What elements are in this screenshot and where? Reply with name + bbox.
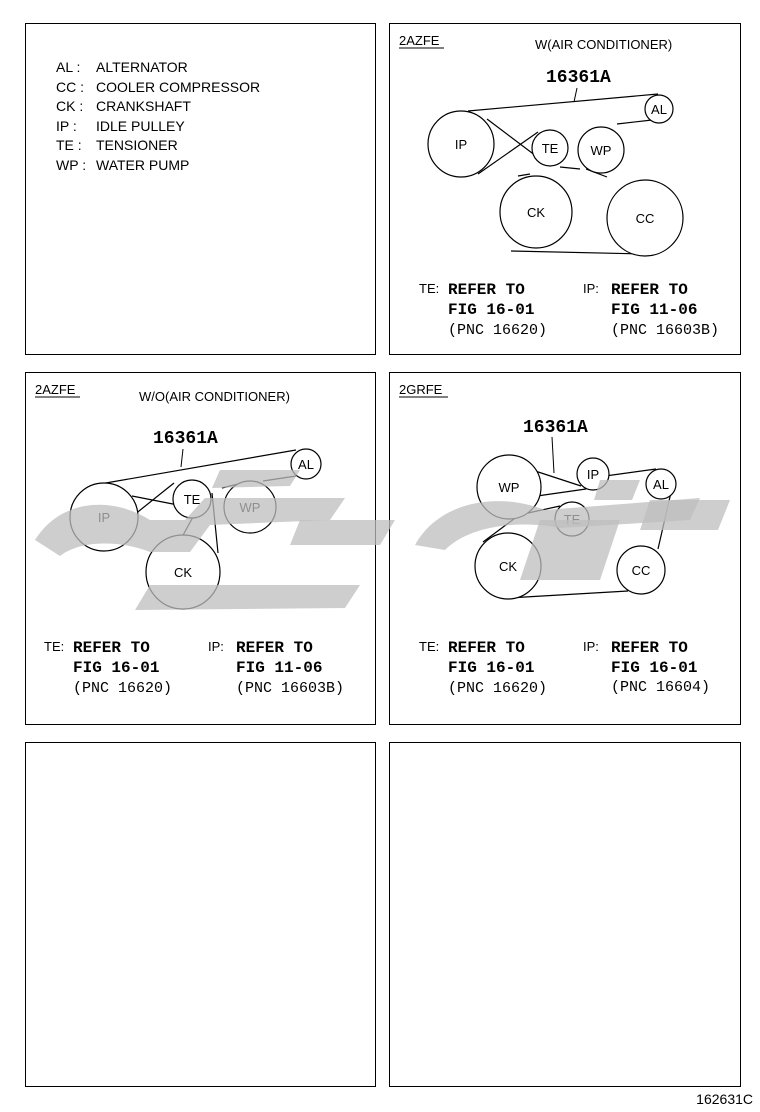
belt-diagram-2azfe-ac: 2AZFE W(AIR CONDITIONER) 16361A IP TE WP… xyxy=(389,23,741,355)
tensioner-pulley xyxy=(531,129,569,167)
empty-panel xyxy=(389,742,741,1087)
legend-code: IP : xyxy=(56,117,77,134)
ref-pnc: (PNC 16620) xyxy=(448,322,547,339)
abbreviation-legend: AL : ALTERNATOR CC : COOLER COMPRESSOR CK … xyxy=(56,58,260,175)
legend-name: COOLER COMPRESSOR xyxy=(96,78,261,95)
legend-code: WP : xyxy=(56,156,87,173)
ref-figure: FIG 16-01 xyxy=(73,659,159,677)
ref-pnc: (PNC 16603B) xyxy=(236,680,344,697)
pulley-label: AL xyxy=(653,477,669,492)
legend-item: CC : COOLER COMPRESSOR xyxy=(56,78,260,98)
leader-line xyxy=(180,448,184,468)
pulley-label: TE xyxy=(542,141,559,156)
pulley-label: WP xyxy=(591,143,612,158)
leader-line xyxy=(551,436,555,474)
idle-pulley xyxy=(427,110,495,178)
ref-label: TE: xyxy=(44,639,64,654)
pulley-label: IP xyxy=(587,467,599,482)
belt-routing-diagram: 2GRFE 16361A WP IP AL TE CK CC TE: REFER… xyxy=(399,382,710,697)
legend-name: WATER PUMP xyxy=(96,156,190,173)
ref-label: IP: xyxy=(583,281,599,296)
ref-text: REFER TO xyxy=(448,281,525,299)
legend-name: CRANKSHAFT xyxy=(96,98,191,114)
cooler-compressor-pulley xyxy=(606,179,684,257)
engine-code: 2AZFE xyxy=(35,382,76,397)
ref-pnc: (PNC 16620) xyxy=(448,680,547,697)
ref-label: TE: xyxy=(419,281,439,296)
engine-code: 2GRFE xyxy=(399,382,443,397)
ref-pnc: (PNC 16603B) xyxy=(611,322,719,339)
legend-code: AL : xyxy=(56,59,81,75)
ref-text: REFER TO xyxy=(611,639,688,657)
ref-text: REFER TO xyxy=(448,639,525,657)
pulley-label: IP xyxy=(455,137,467,152)
legend-item: TE : TENSIONER xyxy=(56,136,260,156)
engine-code: 2AZFE xyxy=(399,33,440,48)
ref-text: REFER TO xyxy=(611,281,688,299)
pulley-label: CK xyxy=(499,559,517,574)
pulley-label: TE xyxy=(564,512,581,527)
pulley-label: CC xyxy=(632,563,651,578)
pulley-label: WP xyxy=(499,480,520,495)
belt-diagram-2azfe-no-ac: 2AZFE W/O(AIR CONDITIONER) 16361A IP TE … xyxy=(25,372,376,725)
ref-figure: FIG 11-06 xyxy=(611,301,697,319)
legend-code: CC : xyxy=(56,78,84,95)
ref-label: TE: xyxy=(419,639,439,654)
legend-name: IDLE PULLEY xyxy=(96,117,185,134)
pulley-label: IP xyxy=(98,510,110,525)
alternator-pulley xyxy=(644,94,674,124)
legend-item: WP : WATER PUMP xyxy=(56,156,260,176)
ref-text: REFER TO xyxy=(73,639,150,657)
water-pump-pulley xyxy=(577,126,625,174)
ref-text: REFER TO xyxy=(236,639,313,657)
ref-pnc: (PNC 16604) xyxy=(611,679,710,696)
pulley-label: WP xyxy=(240,500,261,515)
legend-panel: AL : ALTERNATOR CC : COOLER COMPRESSOR CK … xyxy=(25,23,376,355)
belt-routing-diagram: 2AZFE W/O(AIR CONDITIONER) 16361A IP TE … xyxy=(35,382,344,697)
pulley-label: CK xyxy=(527,205,545,220)
part-number: 16361A xyxy=(523,418,588,438)
ref-figure: FIG 11-06 xyxy=(236,659,322,677)
legend-item: AL : ALTERNATOR xyxy=(56,58,260,78)
figure-code: 162631C xyxy=(696,1091,753,1107)
ref-label: IP: xyxy=(208,639,224,654)
leader-line xyxy=(573,87,578,103)
ref-figure: FIG 16-01 xyxy=(448,301,534,319)
crankshaft-pulley xyxy=(499,175,573,249)
part-number: 16361A xyxy=(546,68,611,88)
legend-item: CK : CRANKSHAFT xyxy=(56,97,260,117)
ref-figure: FIG 16-01 xyxy=(611,659,697,677)
pulley-label: AL xyxy=(651,102,667,117)
legend-name: TENSIONER xyxy=(96,137,178,153)
pulley-label: AL xyxy=(298,457,314,472)
condition-label: W/O(AIR CONDITIONER) xyxy=(139,389,290,404)
ref-label: IP: xyxy=(583,639,599,654)
empty-panel xyxy=(25,742,376,1087)
part-number: 16361A xyxy=(153,429,218,449)
pulley-label: CK xyxy=(174,565,192,580)
ref-pnc: (PNC 16620) xyxy=(73,680,172,697)
legend-code: CK : xyxy=(56,98,84,114)
belt-diagram-2grfe: 2GRFE 16361A WP IP AL TE CK CC TE: REFER… xyxy=(389,372,741,725)
belt-routing-diagram: 2AZFE W(AIR CONDITIONER) 16361A IP TE WP… xyxy=(399,33,719,339)
legend-name: ALTERNATOR xyxy=(96,59,188,75)
legend-item: IP : IDLE PULLEY xyxy=(56,117,260,137)
ref-figure: FIG 16-01 xyxy=(448,659,534,677)
legend-code: TE : xyxy=(56,137,82,153)
pulley-label: CC xyxy=(636,211,655,226)
condition-label: W(AIR CONDITIONER) xyxy=(535,37,672,52)
pulley-label: TE xyxy=(184,492,201,507)
